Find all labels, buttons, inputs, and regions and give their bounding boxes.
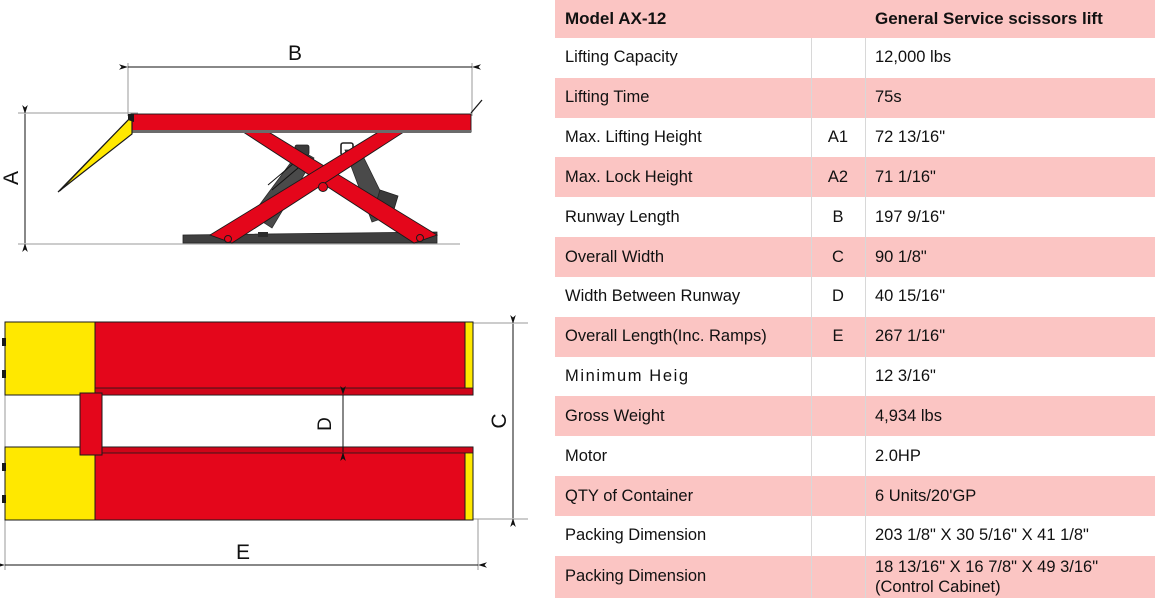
spec-value: 40 15/16" (865, 276, 1155, 317)
spec-code (811, 356, 865, 397)
spec-label: Lifting Time (555, 77, 811, 118)
scissor-lift-side-view: B A (0, 42, 483, 252)
spec-value: 90 1/8" (865, 237, 1155, 277)
table-row: QTY of Container 6 Units/20'GP (555, 476, 1155, 516)
spec-label: Max. Lifting Height (555, 117, 811, 158)
table-header-row: Model AX-12 General Service scissors lif… (555, 0, 1155, 38)
spec-label: Runway Length (555, 197, 811, 238)
spec-value: 12 3/16" (865, 356, 1155, 397)
spec-value: 2.0HP (865, 436, 1155, 477)
spec-label: Motor (555, 436, 811, 477)
runway-upper (2, 321, 474, 396)
table-row: Packing Dimension 203 1/8" X 30 5/16" X 4… (555, 515, 1155, 556)
dimension-label-c: C (488, 413, 511, 428)
spec-label: Lifting Capacity (555, 38, 811, 78)
table-row: Packing Dimension 18 13/16" X 16 7/8" X 4… (555, 555, 1155, 598)
dimension-a: A (0, 105, 28, 252)
spec-value: 12,000 lbs (865, 38, 1155, 78)
runway-lower (2, 446, 474, 521)
spec-code: B (811, 197, 865, 238)
spec-value: 72 13/16" (865, 117, 1155, 158)
spec-value: 6 Units/20'GP (865, 476, 1155, 516)
spec-value: 71 1/16" (865, 157, 1155, 198)
spec-label: Overall Length(Inc. Ramps) (555, 316, 811, 357)
lift-platform (130, 99, 483, 133)
header-type: General Service scissors lift (865, 0, 1155, 38)
spec-code (811, 77, 865, 118)
dimension-label-d: D (315, 417, 336, 431)
spec-label: Overall Width (555, 237, 811, 277)
table-row: Lifting Time 75s (555, 77, 1155, 118)
spec-code: A2 (811, 157, 865, 198)
spec-code (811, 38, 865, 78)
scissor-arms (208, 127, 439, 244)
spec-label: Minimum Heig (555, 356, 811, 397)
spec-label: QTY of Container (555, 476, 811, 516)
table-row: Lifting Capacity 12,000 lbs (555, 38, 1155, 78)
dimension-label-a: A (0, 171, 23, 185)
dimension-b: B (119, 42, 481, 70)
header-code (811, 0, 865, 38)
dimension-c: C (488, 315, 516, 527)
spec-label: Gross Weight (555, 396, 811, 437)
dimension-label-e: E (236, 541, 250, 564)
extension-lines (18, 63, 473, 245)
spec-label: Max. Lock Height (555, 157, 811, 198)
table-row: Minimum Heig 12 3/16" (555, 356, 1155, 397)
spec-value: 203 1/8" X 30 5/16" X 41 1/8" (865, 515, 1155, 556)
approach-ramp (57, 114, 134, 193)
table-row: Motor 2.0HP (555, 436, 1155, 477)
spec-value: 197 9/16" (865, 197, 1155, 238)
technical-drawings-panel: B A (0, 0, 552, 598)
spec-code (811, 555, 865, 598)
dimension-e: E (0, 541, 487, 568)
spec-code (811, 396, 865, 437)
spec-code: A1 (811, 117, 865, 158)
spec-code: C (811, 237, 865, 277)
spec-code: E (811, 316, 865, 357)
dimension-d: D (315, 386, 346, 461)
spec-value: 75s (865, 77, 1155, 118)
spec-label: Width Between Runway (555, 276, 811, 317)
base-frame (182, 231, 438, 244)
table-row: Gross Weight 4,934 lbs (555, 396, 1155, 437)
spec-value: 18 13/16" X 16 7/8" X 49 3/16"(Control C… (865, 555, 1155, 598)
dimension-label-b: B (288, 42, 302, 65)
specification-table: Model AX-12 General Service scissors lif… (555, 0, 1155, 598)
spec-label: Packing Dimension (555, 555, 811, 598)
spec-code (811, 436, 865, 477)
spec-code (811, 476, 865, 516)
spec-label: Packing Dimension (555, 515, 811, 556)
spec-code (811, 515, 865, 556)
header-model: Model AX-12 (555, 0, 811, 38)
spec-code: D (811, 276, 865, 317)
spec-value: 4,934 lbs (865, 396, 1155, 437)
runway-connecting-bar (79, 392, 103, 456)
spec-value: 267 1/16" (865, 316, 1155, 357)
scissor-lift-top-view: C D E (0, 315, 528, 570)
